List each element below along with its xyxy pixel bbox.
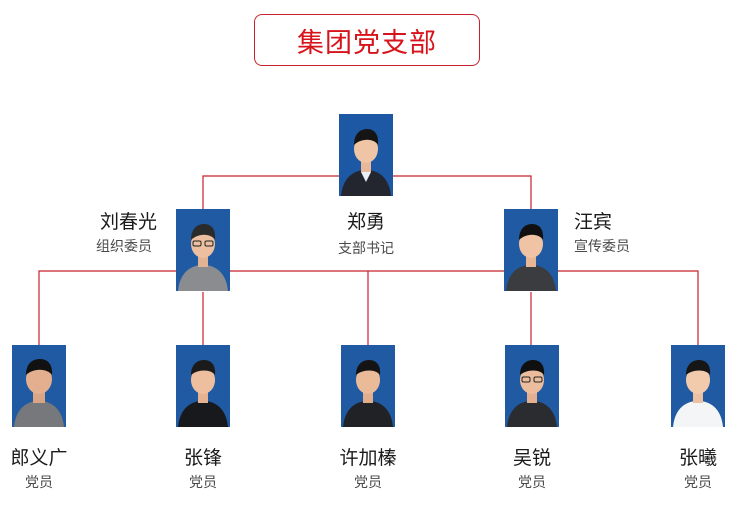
person-photo-icon — [671, 345, 725, 427]
member-photo-3 — [341, 345, 395, 427]
deputy-role-2: 宣传委员 — [574, 239, 630, 255]
leader-name: 郑勇 — [346, 211, 386, 233]
person-photo-icon — [176, 209, 230, 291]
member-name-2: 张锋 — [183, 447, 223, 469]
member-photo-1 — [12, 345, 66, 427]
member-photo-2 — [176, 345, 230, 427]
member-role-3: 党员 — [354, 475, 382, 491]
deputy-name-1: 刘春光 — [100, 211, 158, 233]
deputy-role-1: 组织委员 — [96, 239, 152, 255]
member-role-5: 党员 — [684, 475, 712, 491]
person-photo-icon — [341, 345, 395, 427]
deputy-name-2: 汪宾 — [574, 211, 613, 233]
deputy-photo-1 — [176, 209, 230, 291]
member-role-4: 党员 — [518, 475, 546, 491]
member-photo-4 — [505, 345, 559, 427]
leader-role: 支部书记 — [338, 241, 394, 257]
person-photo-icon — [505, 345, 559, 427]
leader-photo — [339, 114, 393, 196]
person-photo-icon — [339, 114, 393, 196]
member-name-1: 郎义广 — [10, 447, 68, 469]
deputy-photo-2 — [504, 209, 558, 291]
member-name-4: 吴锐 — [512, 447, 552, 469]
member-name-3: 许加榛 — [339, 447, 397, 469]
person-photo-icon — [504, 209, 558, 291]
member-role-2: 党员 — [189, 475, 217, 491]
org-title: 集团党支部 — [254, 14, 480, 66]
member-role-1: 党员 — [25, 475, 53, 491]
person-photo-icon — [176, 345, 230, 427]
person-photo-icon — [12, 345, 66, 427]
member-photo-5 — [671, 345, 725, 427]
member-name-5: 张曦 — [678, 447, 718, 469]
